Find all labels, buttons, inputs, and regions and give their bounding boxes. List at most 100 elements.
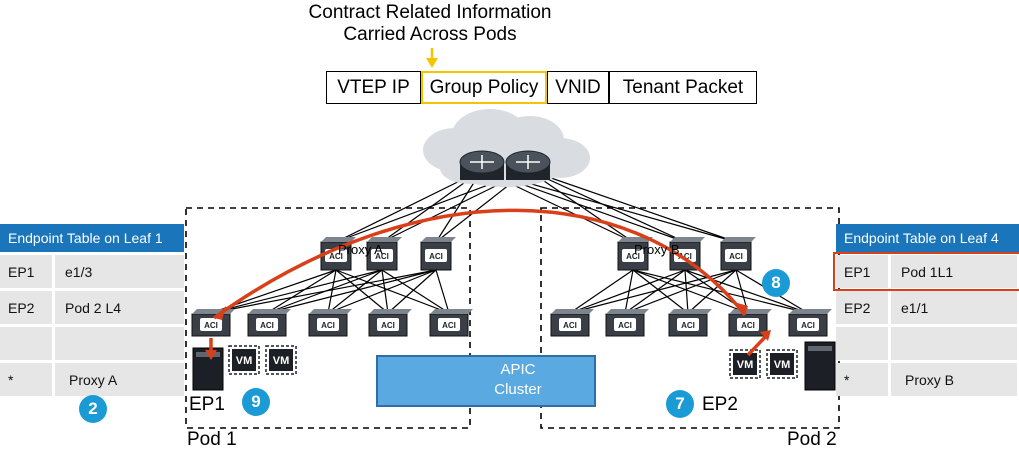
switch-top [670,237,705,242]
link-line [327,269,383,314]
table-cell [836,327,888,360]
aci-logo-text: ACI [681,321,695,330]
vm-label: VM [774,359,791,371]
aci-logo-bg [200,318,222,331]
link-line [527,169,686,243]
spine-switch: ACI [366,237,402,271]
table-row: EP2 Pod 2 L4 [0,291,184,324]
spine-switch: ACI [320,237,356,271]
switch-top [321,237,356,242]
flow-arrowhead-ep2 [760,330,771,341]
vm-icon: VM [766,349,798,379]
table-row: EP1 e1/3 [0,255,184,288]
aci-logo-text: ACI [442,321,456,330]
router-icon [459,150,505,180]
flow-arrowhead-leaf4 [734,302,748,315]
leaf-switch: ACI [191,309,235,337]
table-cell: Pod 1L1 [891,255,1017,288]
aci-logo-text: ACI [381,321,395,330]
table-row [836,327,1019,360]
flow-arrowhead-ep1 [205,350,217,360]
vm-icon: VM [729,349,761,379]
aci-logo-bg [674,249,696,262]
leaf-switch: ACI [247,309,291,337]
link-line [266,269,437,314]
aci-logo-bg [559,318,581,331]
aci-logo-text: ACI [729,252,743,261]
aci-logo-text: ACI [563,321,577,330]
table-cell [55,327,184,360]
table-cell [0,327,52,360]
step-badge-8: 8 [762,269,790,297]
aci-logo-text: ACI [329,252,343,261]
spine-switch: ACI [420,237,456,271]
aci-logo-bg [425,249,447,262]
vm-body [733,353,757,375]
topology-devices: ACI ACI ACI ACI ACI ACI ACI ACI ACI ACI ACI ACI ACI A… [185,48,840,429]
aci-logo-text: ACI [321,321,335,330]
left-table-title: Endpoint Table on Leaf 1 [0,224,184,252]
ep2-label: EP2 [702,394,738,415]
link-line [335,269,389,314]
apic-cluster-label-1: APIC [500,361,536,378]
aci-logo-text: ACI [741,321,755,330]
switch-top [729,309,772,314]
link-line [327,269,337,314]
packet-field-vtep-ip: VTEP IP [326,71,421,104]
switch-top [309,309,352,314]
table-row: * Proxy A [0,363,184,396]
router-icon [505,150,551,180]
link-line [569,269,737,314]
packet-header: VTEP IP Group Policy VNID Tenant Packet [326,71,757,107]
aci-logo-bg [614,318,636,331]
leaf-switch: ACI [368,309,412,337]
pod2-label: Pod 2 [787,429,837,450]
leaf-switch: ACI [605,309,649,337]
router-arrows [516,155,540,169]
leaf-switch: ACI [728,309,772,337]
link-line [632,269,689,314]
traffic-flows [205,208,771,360]
link-line [527,169,634,243]
flow-ep2-to-leaf4 [746,332,770,357]
packet-field-group-policy: Group Policy [421,71,547,104]
proxy-a-label: Proxy A [338,242,383,257]
link-line [632,269,749,314]
vm-body [269,349,293,371]
vm-icon: VM [265,345,297,375]
table-cell: * [0,363,52,396]
topology-links [210,169,809,314]
ep1-label: EP1 [189,394,225,415]
table-cell: Pod 2 L4 [55,291,184,324]
router-arrows [470,155,494,169]
link-line [527,169,737,243]
table-row [0,327,184,360]
apic-cluster-box: APIC Cluster [376,355,596,407]
right-endpoint-table: Endpoint Table on Leaf 4 EP1 Pod 1L1 EP2… [833,224,1019,396]
vm-label: VM [273,355,290,367]
aci-logo-bg [725,249,747,262]
leaf-switch: ACI [550,309,594,337]
switch-top [551,309,594,314]
switch-top [430,309,473,314]
table-cell [891,327,1017,360]
table-row: * Proxy B [836,363,1019,396]
aci-logo-text: ACI [626,252,640,261]
aci-logo-bg [377,318,399,331]
table-cell: e1/1 [891,291,1017,324]
aci-logo-text: ACI [375,252,389,261]
link-line [624,269,737,314]
table-cell: EP2 [836,291,888,324]
table-cell: Proxy A [55,363,184,396]
switch-top [248,309,291,314]
header-line-1: Contract Related Information [308,2,552,23]
link-line [327,269,437,314]
aci-logo-text: ACI [618,321,632,330]
ep2-server [804,341,836,391]
table-cell: Proxy B [891,363,1017,396]
link-line [435,269,450,314]
left-endpoint-table: Endpoint Table on Leaf 1 EP1 e1/3 EP2 Po… [0,224,184,396]
link-line [687,269,737,314]
